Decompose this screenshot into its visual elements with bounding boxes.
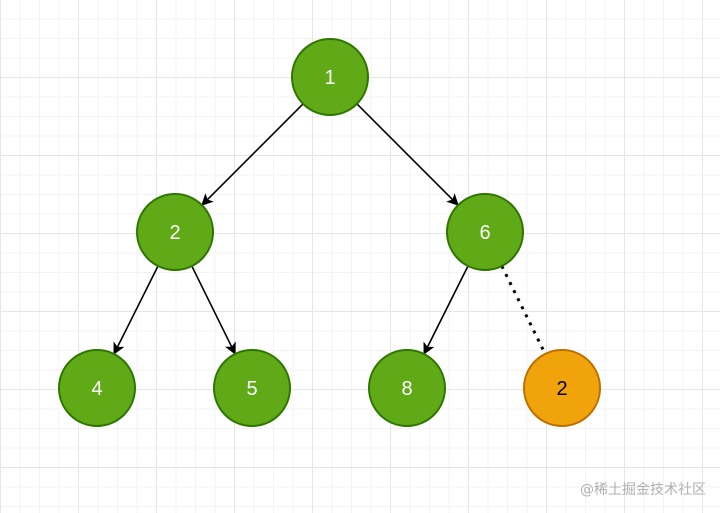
node-label: 1	[324, 67, 335, 89]
node-label: 2	[556, 378, 567, 400]
node-label: 8	[401, 378, 412, 400]
node-circle	[136, 193, 214, 271]
edge-n2-n5	[191, 265, 236, 355]
watermark-text: @稀土掘金技术社区	[580, 482, 706, 498]
nodes: 1 2 6 4 5 8 2	[58, 38, 601, 427]
tree-node-n1: 1	[291, 38, 369, 116]
edge-n1-n6	[356, 103, 459, 206]
node-circle	[446, 193, 524, 271]
node-label: 2	[169, 222, 180, 244]
node-label: 5	[246, 378, 257, 400]
node-label: 6	[479, 222, 490, 244]
node-circle	[58, 349, 136, 427]
edge-n6-n8	[423, 265, 469, 355]
tree-node-n5: 5	[213, 349, 291, 427]
edge-n2-n4	[113, 265, 159, 355]
tree-node-n6: 6	[446, 193, 524, 271]
edge-n1-n2	[201, 103, 304, 206]
node-circle	[213, 349, 291, 427]
node-circle	[368, 349, 446, 427]
node-circle	[291, 38, 369, 116]
edges	[113, 103, 547, 355]
tree-node-n4: 4	[58, 349, 136, 427]
tree-node-n2b: 2	[523, 349, 601, 427]
tree-node-n8: 8	[368, 349, 446, 427]
node-circle	[523, 349, 601, 427]
node-label: 4	[91, 378, 102, 400]
edge-n6-n2b	[500, 265, 547, 355]
tree-node-n2: 2	[136, 193, 214, 271]
